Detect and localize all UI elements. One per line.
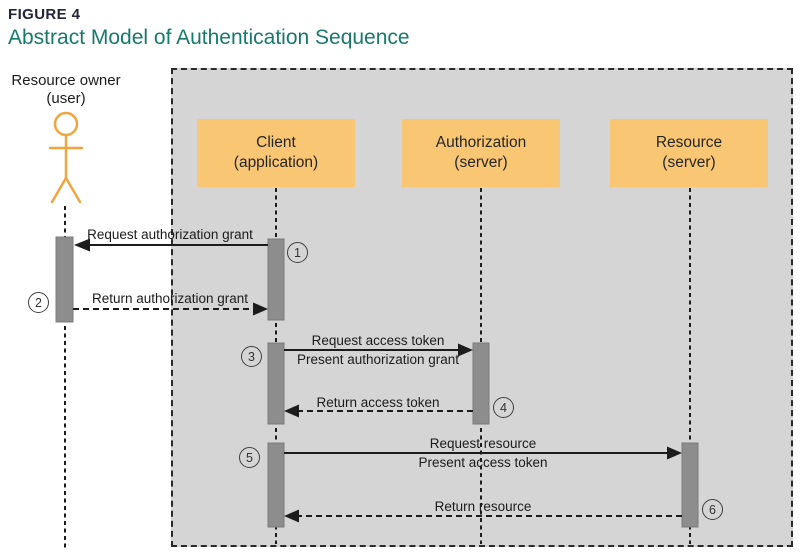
actor-subname: (user) [46,90,86,107]
participant-client: Client (application) [197,119,355,187]
participant-subname: (server) [662,154,716,171]
step-number-badge: 6 [702,499,723,520]
figure-label: FIGURE 4 [8,6,81,23]
participant-authorization-server: Authorization (server) [402,119,560,187]
message-label: Return authorization grant [91,291,249,306]
activation-resource [681,442,699,528]
arrow-2-head [253,302,268,316]
stick-figure-icon [48,111,84,204]
participant-resource-server: Resource (server) [610,119,768,187]
activation-client-2 [267,342,285,425]
message-label: Request resource [429,436,537,451]
arrow-6-head [284,509,299,523]
message-label: Return resource [434,499,532,514]
lifelines [64,188,691,550]
arrow-5-head [667,446,682,460]
activation-bars [55,236,699,528]
actor-name: Resource owner [11,72,121,89]
arrow-3-head [458,343,473,357]
participant-subname: (application) [233,154,319,171]
message-label: Request access token [311,333,445,348]
step-number-badge: 3 [241,346,262,367]
participant-name: Authorization [435,134,527,151]
participant-name: Resource [655,134,723,151]
message-arrows [73,238,682,523]
message-label: Return access token [316,395,440,410]
participant-subname: (server) [454,154,508,171]
arrow-1-head [74,238,90,252]
step-number-badge: 4 [493,397,514,418]
activation-resource-owner [55,236,74,323]
message-label: Present authorization grant [296,352,460,367]
step-number-badge: 2 [28,292,49,313]
actor-label: Resource owner (user) [0,72,132,108]
step-number-badge: 1 [287,242,308,263]
participant-name: Client [256,134,296,151]
step-number-badge: 5 [239,447,260,468]
arrow-4-head [284,404,299,418]
activation-authorization [472,342,490,425]
message-label: Request authorization grant [87,227,253,242]
message-label: Present access token [418,455,548,470]
activation-client-1 [267,238,285,321]
activation-client-3 [267,442,285,528]
figure-title: Abstract Model of Authentication Sequenc… [8,26,410,49]
